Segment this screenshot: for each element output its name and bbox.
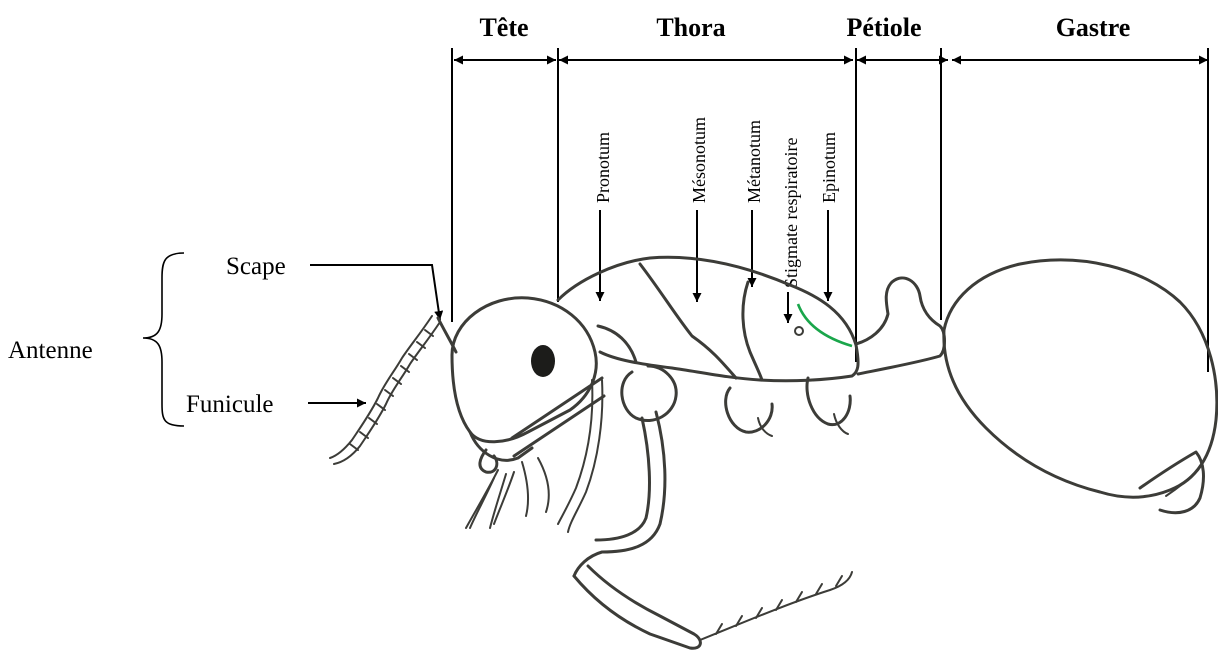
fore-leg-back — [596, 418, 649, 540]
fore-coxa — [622, 366, 676, 421]
antenna-brace — [143, 253, 184, 426]
label-scape: Scape — [226, 253, 286, 280]
label-mesonotum: Mésonotum — [689, 117, 709, 203]
compound-eye — [531, 345, 555, 377]
mesonotum-suture — [640, 264, 736, 378]
head-outline — [452, 298, 596, 442]
palp-left — [466, 470, 506, 528]
section-label-head: Tête — [479, 13, 528, 42]
label-epinotum: Epinotum — [819, 132, 839, 203]
tarsal-setae — [700, 572, 852, 640]
gaster-tip — [1140, 452, 1203, 513]
label-antenna: Antenne — [8, 337, 93, 364]
epinotum-suture — [798, 304, 852, 346]
palp-right — [522, 458, 549, 516]
petiole-node — [856, 278, 945, 374]
label-spiracle: Stigmate respiratoire — [781, 138, 801, 288]
section-label-thorax: Thora — [656, 13, 725, 42]
mid-coxa — [726, 388, 773, 432]
label-funicle: Funicule — [186, 391, 274, 418]
hind-coxa — [807, 378, 850, 425]
antenna-scape — [438, 318, 456, 352]
ant-body — [330, 257, 1217, 648]
mandible — [470, 378, 604, 472]
thorax-outline — [558, 257, 858, 380]
spiracle-ring — [795, 327, 803, 335]
pronotum-suture — [598, 326, 636, 362]
scape-pointer — [310, 265, 440, 320]
fore-tarsus-right — [558, 380, 592, 524]
label-metanotum: Métanotum — [744, 120, 764, 203]
metanotum-suture — [743, 282, 762, 380]
fore-leg — [574, 412, 665, 576]
section-label-gaster: Gastre — [1056, 13, 1131, 42]
palp-lower-left — [470, 478, 494, 528]
gaster-outline — [944, 260, 1217, 497]
tibia — [574, 566, 700, 648]
section-label-petiole: Pétiole — [846, 13, 921, 42]
label-pronotum: Pronotum — [593, 132, 613, 203]
antenna-funicle — [330, 316, 432, 458]
